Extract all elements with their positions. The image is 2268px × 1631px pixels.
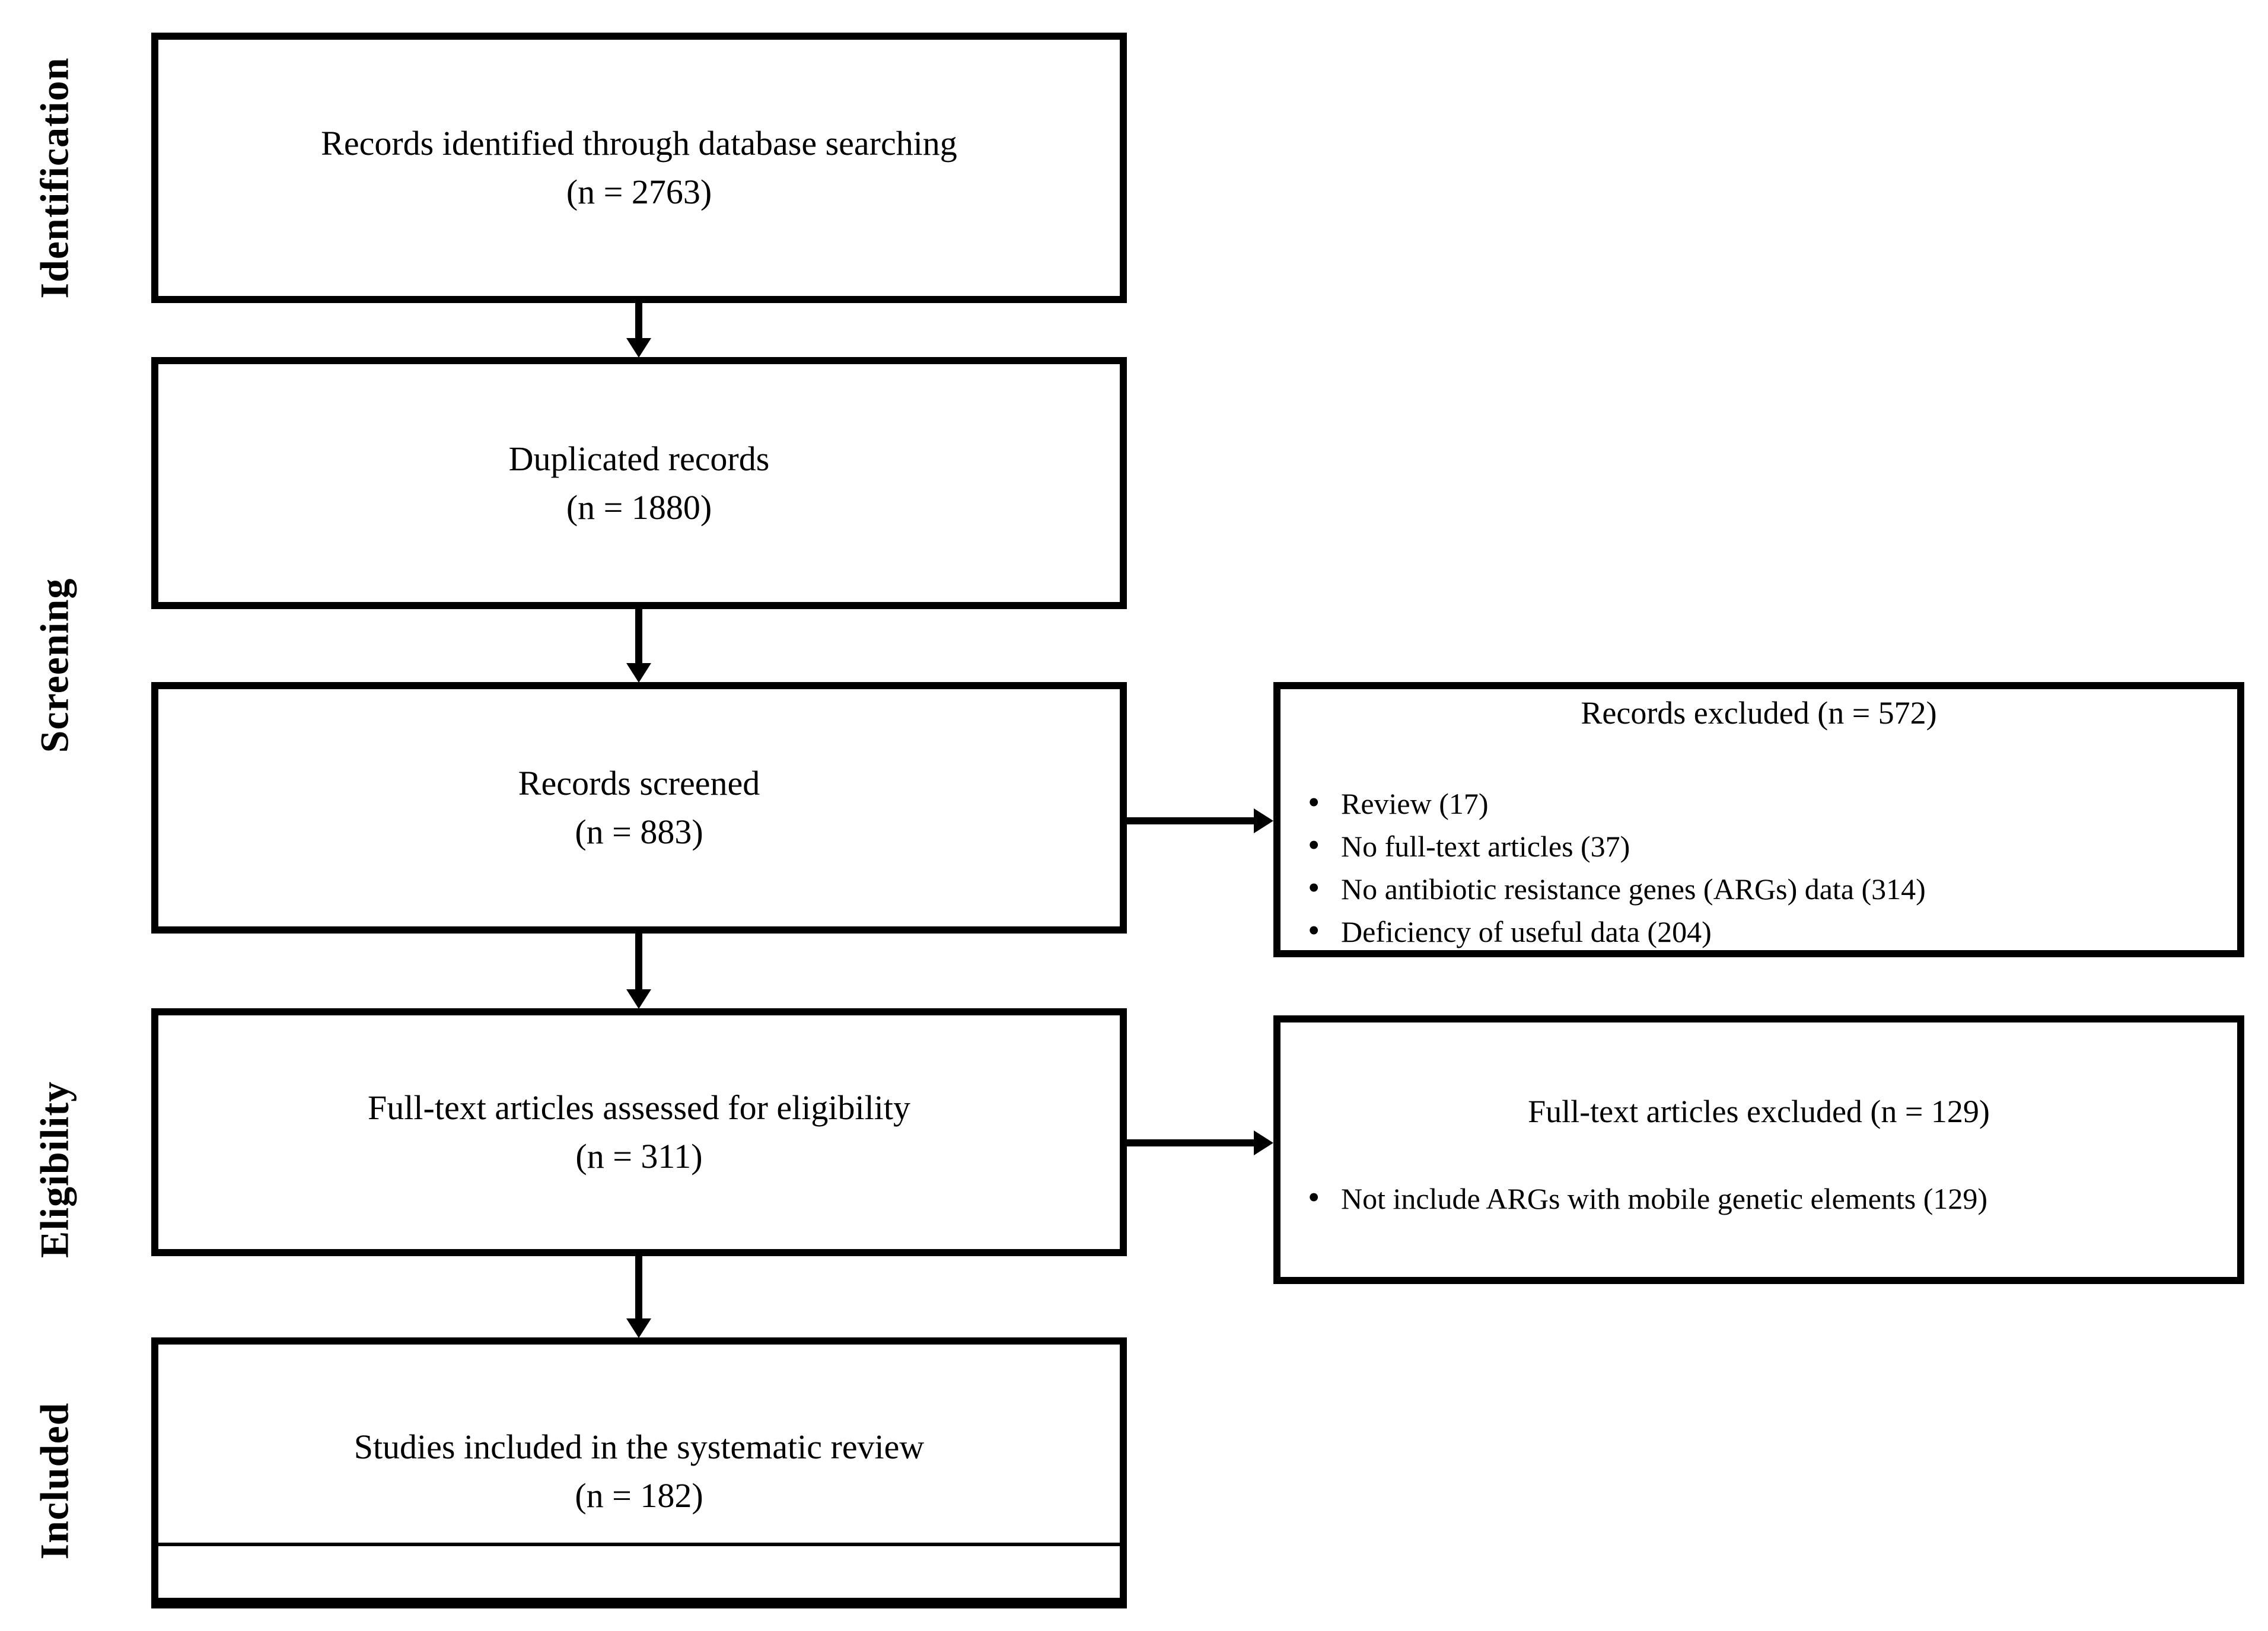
arrow-screened-to-excluded-shaft [1121,817,1256,824]
box-duplicated-records-text: Duplicated records [508,439,770,478]
arrow-fulltext-to-included-shaft [635,1251,642,1321]
fulltext-excluded-title: Full-text articles excluded (n = 129) [1528,1094,1990,1129]
arrow-screened-to-fulltext-head-icon [626,989,651,1009]
box-studies-included-count: (n = 182) [575,1476,703,1515]
box-duplicated-records-count: (n = 1880) [566,488,712,527]
arrow-identified-to-duplicated-shaft [635,297,642,341]
box-records-excluded: Records excluded (n = 572) Review (17) N… [1273,682,2244,957]
box-fulltext-assessed-count: (n = 311) [575,1137,703,1176]
arrow-fulltext-to-excluded-head-icon [1254,1130,1273,1155]
box-records-identified-text: Records identified through database sear… [321,124,957,163]
exclusion-reason-deficient-data: Deficiency of useful data (204) [1308,910,2237,953]
arrow-duplicated-to-screened-shaft [635,605,642,666]
included-box-divider-line [151,1543,1127,1546]
box-fulltext-excluded: Full-text articles excluded (n = 129) No… [1273,1015,2244,1284]
records-excluded-title: Records excluded (n = 572) [1581,695,1937,731]
box-duplicated-records: Duplicated records (n = 1880) [151,357,1127,609]
box-studies-included: Studies included in the systematic revie… [151,1337,1127,1608]
arrow-fulltext-to-included-head-icon [626,1318,651,1338]
stage-label-screening: Screening [31,578,77,753]
box-records-screened-count: (n = 883) [575,813,703,851]
arrow-identified-to-duplicated-head-icon [626,338,651,358]
box-records-identified-count: (n = 2763) [566,173,712,211]
arrow-fulltext-to-excluded-shaft [1121,1139,1256,1146]
box-records-screened: Records screened (n = 883) [151,682,1127,934]
stage-label-identification: Identification [31,57,77,299]
arrow-screened-to-fulltext-shaft [635,928,642,992]
stage-label-included: Included [31,1402,77,1560]
box-records-screened-text: Records screened [518,764,760,802]
exclusion-reason-no-args-data: No antibiotic resistance genes (ARGs) da… [1308,867,2237,910]
stage-label-eligibility: Eligibility [31,1081,77,1259]
box-fulltext-assessed: Full-text articles assessed for eligibil… [151,1008,1127,1256]
exclusion-reason-review: Review (17) [1308,782,2237,824]
records-excluded-reasons-list: Review (17) No full-text articles (37) N… [1280,782,2237,953]
arrow-screened-to-excluded-head-icon [1254,808,1273,833]
exclusion-reason-no-fulltext: No full-text articles (37) [1308,824,2237,867]
exclusion-reason-no-mge-args: Not include ARGs with mobile genetic ele… [1308,1177,2237,1219]
arrow-duplicated-to-screened-head-icon [626,663,651,683]
box-records-identified: Records identified through database sear… [151,33,1127,303]
fulltext-excluded-reasons-list: Not include ARGs with mobile genetic ele… [1280,1177,2237,1219]
box-fulltext-assessed-text: Full-text articles assessed for eligibil… [368,1088,910,1127]
box-studies-included-text: Studies included in the systematic revie… [353,1427,925,1466]
